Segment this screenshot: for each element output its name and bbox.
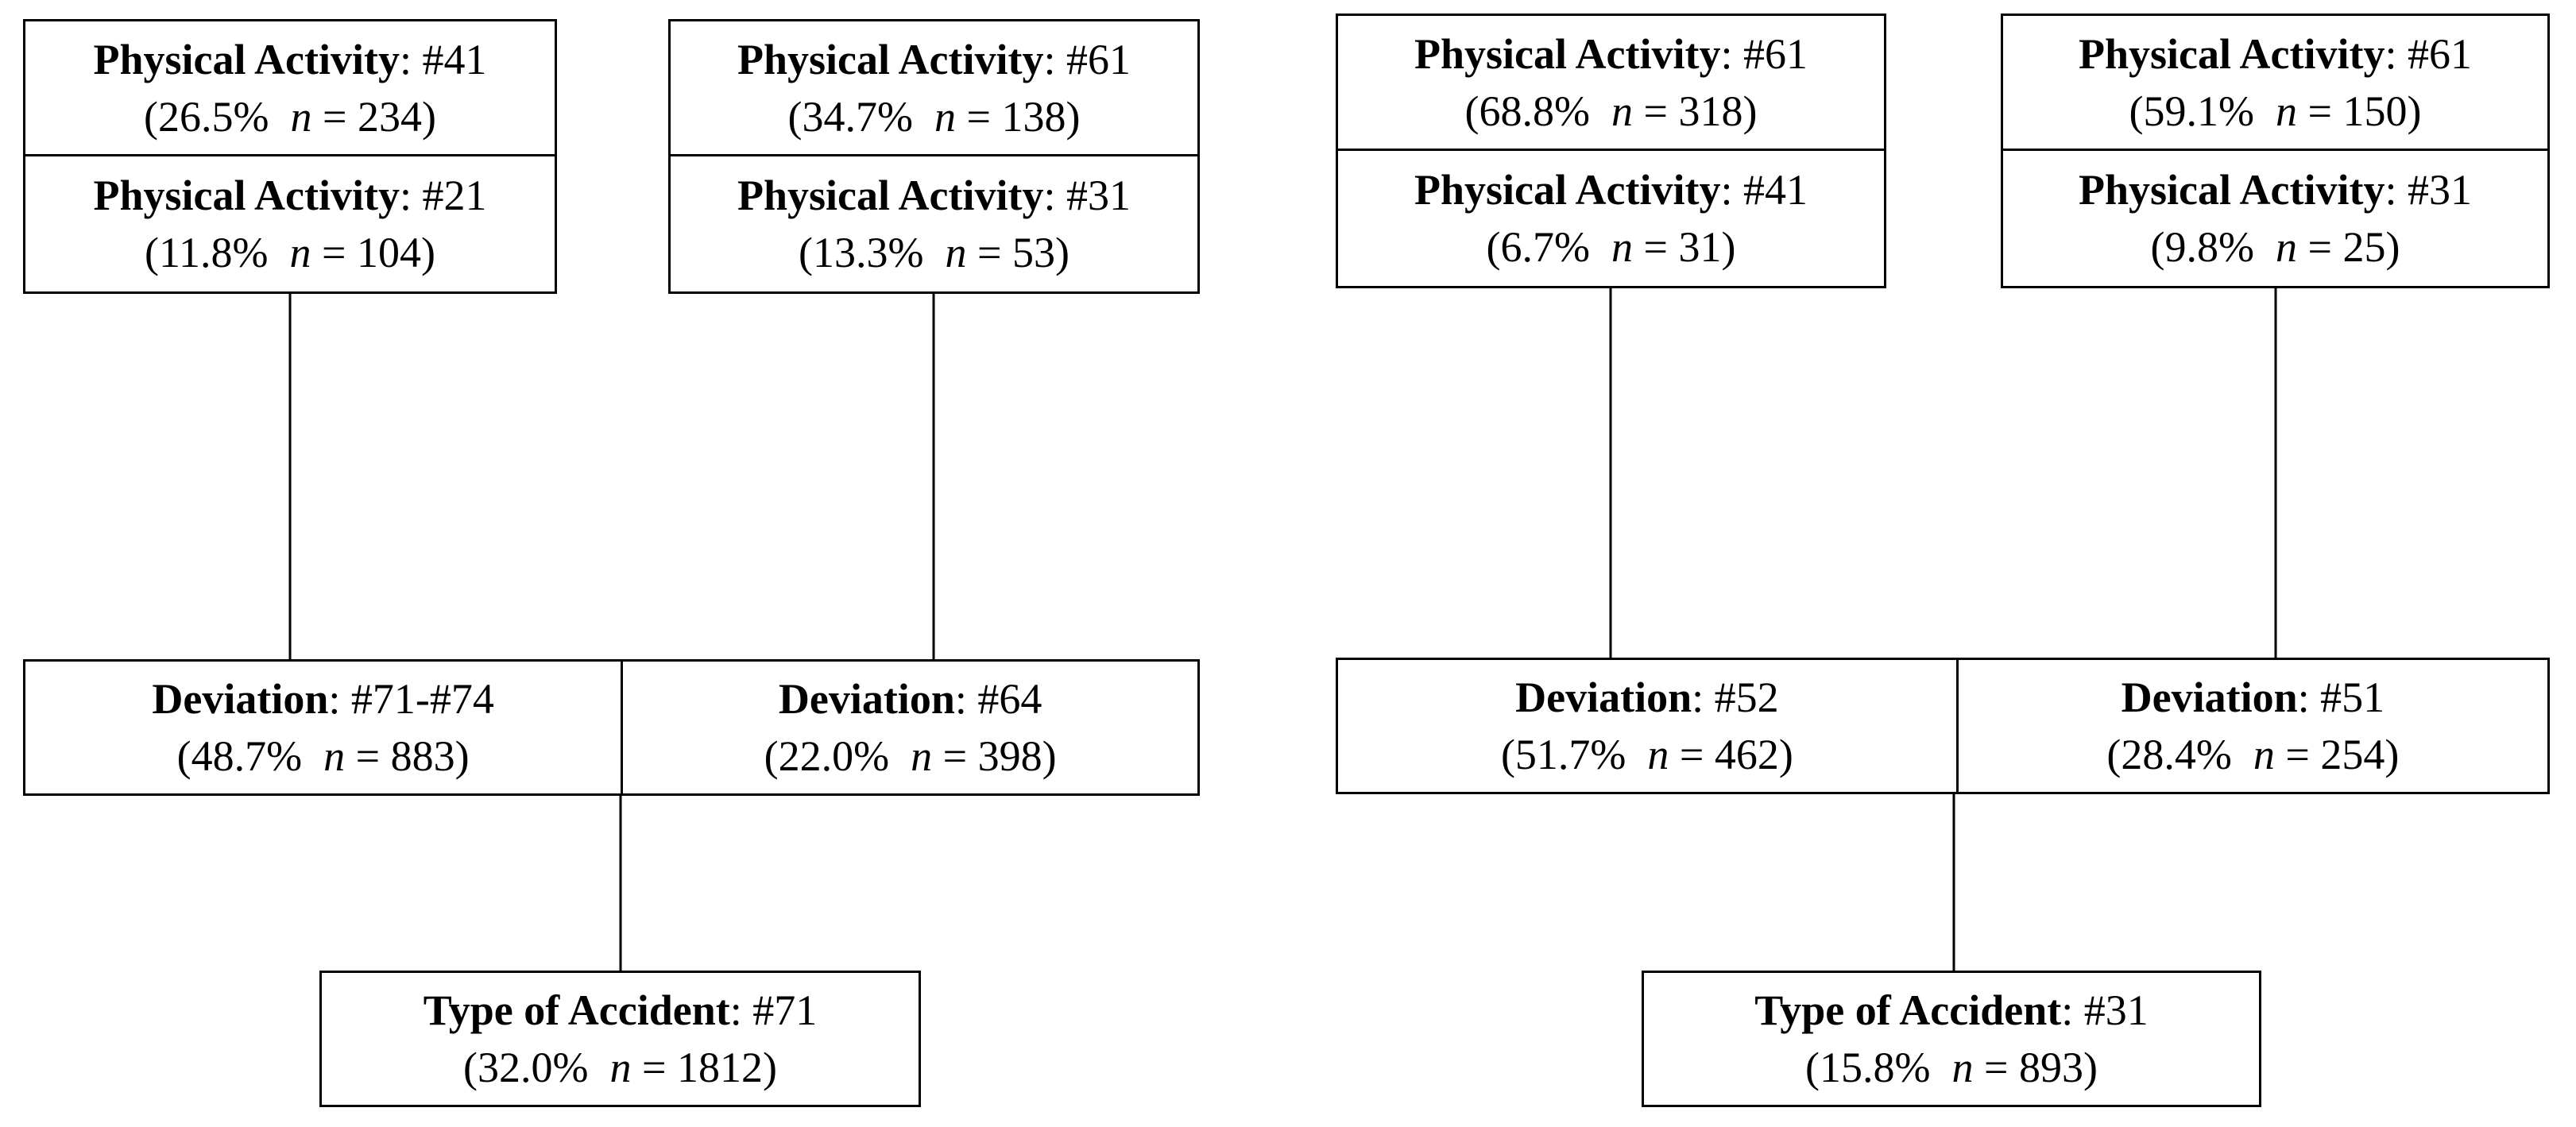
deviation-cell: Deviation: #71-#74 (48.7% n = 883) xyxy=(25,662,624,793)
node-n-symbol: n xyxy=(2253,731,2275,778)
node-code: : #64 xyxy=(954,675,1042,723)
node-label: Physical Activity xyxy=(2079,166,2385,214)
node-n-symbol: n xyxy=(1951,1044,1974,1091)
node-count: = 104) xyxy=(311,229,435,276)
node-count: = 893) xyxy=(1973,1044,2098,1091)
node-percent: (6.7% xyxy=(1486,223,1591,271)
physical-activity-cell: Physical Activity: #41 (26.5% n = 234) xyxy=(25,21,555,156)
node-count: = 53) xyxy=(966,229,1069,276)
node-label: Physical Activity xyxy=(93,35,400,83)
node-n-symbol: n xyxy=(1611,87,1634,135)
node-count: = 1812) xyxy=(631,1044,777,1091)
node-percent: (11.8% xyxy=(145,229,269,276)
node-code: : #31 xyxy=(2061,986,2149,1034)
deviation-cell: Deviation: #51 (28.4% n = 254) xyxy=(1959,660,2547,792)
node-count: = 150) xyxy=(2297,87,2422,135)
physical-activity-cell: Physical Activity: #31 (9.8% n = 25) xyxy=(2003,151,2547,286)
node-count: = 254) xyxy=(2274,731,2400,778)
accident-type-box-right: Type of Accident: #31 (15.8% n = 893) xyxy=(1642,971,2261,1107)
node-code: : #61 xyxy=(1720,29,1808,78)
node-label: Deviation xyxy=(778,675,955,723)
node-count: = 462) xyxy=(1669,731,1793,778)
physical-activity-box-right-2: Physical Activity: #61 (59.1% n = 150) P… xyxy=(2001,14,2550,288)
node-percent: (32.0% xyxy=(463,1044,589,1091)
node-label: Physical Activity xyxy=(737,172,1044,219)
physical-activity-box-left-2: Physical Activity: #61 (34.7% n = 138) P… xyxy=(668,19,1200,294)
node-label: Physical Activity xyxy=(1414,166,1721,214)
node-percent: (28.4% xyxy=(2106,731,2232,778)
deviation-cell: Deviation: #64 (22.0% n = 398) xyxy=(623,662,1197,793)
node-count: = 138) xyxy=(956,92,1081,141)
node-code: : #31 xyxy=(2385,166,2472,214)
node-n-symbol: n xyxy=(2276,87,2298,135)
node-count: = 318) xyxy=(1633,87,1758,135)
node-label: Physical Activity xyxy=(737,35,1044,83)
node-count: = 398) xyxy=(932,732,1057,780)
physical-activity-cell: Physical Activity: #61 (68.8% n = 318) xyxy=(1338,16,1884,151)
node-code: : #61 xyxy=(1043,35,1131,83)
node-n-symbol: n xyxy=(1611,223,1634,271)
node-percent: (68.8% xyxy=(1464,87,1591,135)
node-n-symbol: n xyxy=(934,92,957,141)
node-percent: (9.8% xyxy=(2150,223,2255,271)
node-code: : #52 xyxy=(1692,673,1779,721)
deviation-box-right: Deviation: #52 (51.7% n = 462) Deviation… xyxy=(1336,658,2550,794)
node-n-symbol: n xyxy=(945,229,967,276)
physical-activity-box-right-1: Physical Activity: #61 (68.8% n = 318) P… xyxy=(1336,14,1886,288)
physical-activity-cell: Physical Activity: #61 (34.7% n = 138) xyxy=(671,21,1197,156)
accident-type-box-left: Type of Accident: #71 (32.0% n = 1812) xyxy=(319,971,921,1107)
node-n-symbol: n xyxy=(911,732,933,780)
physical-activity-cell: Physical Activity: #61 (59.1% n = 150) xyxy=(2003,16,2547,151)
accident-type-cell: Type of Accident: #31 (15.8% n = 893) xyxy=(1644,973,2259,1105)
node-n-symbol: n xyxy=(323,732,346,780)
physical-activity-cell: Physical Activity: #21 (11.8% n = 104) xyxy=(25,156,555,291)
deviation-box-left: Deviation: #71-#74 (48.7% n = 883) Devia… xyxy=(23,659,1200,796)
node-percent: (48.7% xyxy=(176,732,303,780)
accident-type-cell: Type of Accident: #71 (32.0% n = 1812) xyxy=(322,973,919,1105)
node-label: Deviation xyxy=(1515,673,1692,721)
node-n-symbol: n xyxy=(289,229,311,276)
physical-activity-cell: Physical Activity: #41 (6.7% n = 31) xyxy=(1338,151,1884,286)
physical-activity-box-left-1: Physical Activity: #41 (26.5% n = 234) P… xyxy=(23,19,557,294)
node-code: : #21 xyxy=(399,172,487,219)
node-label: Deviation xyxy=(2121,673,2298,721)
node-percent: (59.1% xyxy=(2129,87,2255,135)
node-n-symbol: n xyxy=(290,92,312,141)
node-percent: (34.7% xyxy=(787,92,914,141)
node-count: = 883) xyxy=(345,732,470,780)
node-code: : #71-#74 xyxy=(328,675,494,723)
node-code: : #71 xyxy=(729,986,818,1034)
node-label: Physical Activity xyxy=(1414,29,1721,78)
node-percent: (13.3% xyxy=(799,229,924,276)
node-percent: (51.7% xyxy=(1500,731,1626,778)
node-count: = 31) xyxy=(1633,223,1736,271)
node-code: : #41 xyxy=(1720,166,1808,214)
node-code: : #31 xyxy=(1043,172,1131,219)
node-label: Physical Activity xyxy=(93,172,400,219)
node-percent: (22.0% xyxy=(764,732,890,780)
node-percent: (15.8% xyxy=(1805,1044,1931,1091)
node-code: : #41 xyxy=(399,35,487,83)
node-label: Deviation xyxy=(152,675,329,723)
node-n-symbol: n xyxy=(609,1044,632,1091)
node-count: = 234) xyxy=(311,92,436,141)
node-label: Physical Activity xyxy=(2079,29,2385,78)
node-count: = 25) xyxy=(2297,223,2400,271)
node-n-symbol: n xyxy=(2276,223,2298,271)
deviation-cell: Deviation: #52 (51.7% n = 462) xyxy=(1338,660,1959,792)
node-code: : #51 xyxy=(2297,673,2385,721)
node-percent: (26.5% xyxy=(144,92,269,141)
node-n-symbol: n xyxy=(1647,731,1669,778)
node-code: : #61 xyxy=(2385,29,2472,78)
node-label: Type of Accident xyxy=(1754,986,2062,1034)
physical-activity-cell: Physical Activity: #31 (13.3% n = 53) xyxy=(671,156,1197,291)
node-label: Type of Accident xyxy=(423,986,730,1034)
